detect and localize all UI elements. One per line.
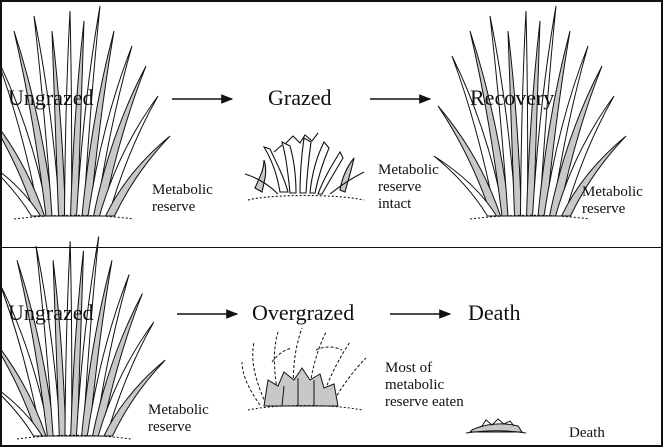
stage-label-ungrazed-bottom: Ungrazed [8, 300, 94, 326]
note-overgrazed: Most of metabolic reserve eaten [385, 360, 465, 411]
ungrazed-grass-tuft-bottom [2, 237, 165, 440]
grass-blade [521, 11, 528, 216]
note-ungrazed-top: Metabolic reserve [152, 182, 232, 216]
grass-blade [65, 11, 72, 216]
note-ungrazed-bottom: Metabolic reserve [148, 402, 228, 436]
ungrazed-grass-tuft-top [2, 6, 170, 219]
stage-label-recovery: Recovery [470, 85, 554, 111]
stage-label-ungrazed-top: Ungrazed [8, 85, 94, 111]
note-recovery: Metabolic reserve [582, 184, 662, 218]
grass-blade [65, 241, 72, 436]
stage-label-overgrazed: Overgrazed [252, 300, 354, 326]
stage-label-grazed: Grazed [268, 85, 332, 111]
overgrazed-grass-clump [242, 328, 366, 410]
note-death: Death [569, 425, 605, 442]
note-grazed: Metabolic reserve intact [378, 162, 448, 213]
row-divider [2, 247, 663, 248]
grazed-grass-clump [245, 133, 364, 200]
dead-grass-stub [466, 419, 526, 433]
stage-label-death: Death [468, 300, 521, 326]
